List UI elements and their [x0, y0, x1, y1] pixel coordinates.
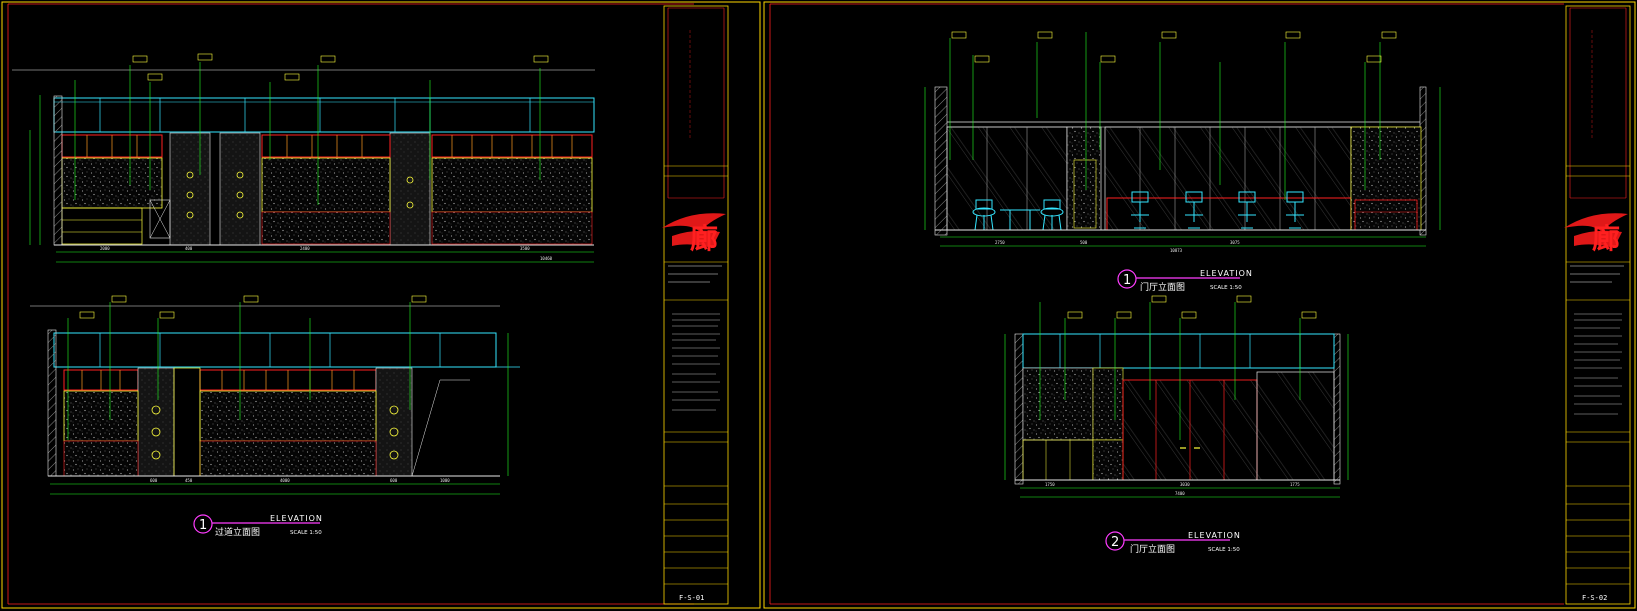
sheet-1-logo-glyph: 廊 — [690, 222, 718, 255]
svg-text:600: 600 — [150, 478, 158, 483]
sheet-1-elevation-bottom: 600 450 4000 600 1000 — [30, 295, 520, 495]
sheet-2-logo-glyph: 廊 — [1592, 222, 1620, 255]
sheet-1-view-title — [193, 514, 320, 534]
sheet-2-elevation-bottom: 1750 3030 1775 7400 — [1004, 295, 1349, 498]
view-scale: SCALE 1:50 — [290, 530, 322, 536]
view-number: 1 — [199, 518, 207, 533]
sheet-2-elevation-top: 2750 500 3075 10873 — [924, 31, 1441, 253]
svg-text:450: 450 — [185, 478, 193, 483]
svg-text:3030: 3030 — [1180, 482, 1190, 487]
svg-text:400: 400 — [185, 246, 193, 251]
view-title-cn: 过道立面图 — [215, 526, 260, 538]
svg-text:2400: 2400 — [300, 246, 310, 251]
sheet-2-outer-frame — [763, 1, 1636, 609]
view-number: 1 — [1123, 273, 1131, 288]
view-title-cn: 门厅立面图 — [1140, 281, 1185, 293]
sheet-2-title-block — [1564, 5, 1631, 605]
sheet-1-outer-frame — [1, 1, 761, 609]
svg-text:3075: 3075 — [1230, 240, 1240, 245]
view-scale: SCALE 1:50 — [1210, 285, 1242, 291]
view-scale: SCALE 1:50 — [1208, 547, 1240, 553]
svg-text:2000: 2000 — [100, 246, 110, 251]
svg-text:1750: 1750 — [1045, 482, 1055, 487]
sheet-1-title-block — [662, 5, 729, 605]
sheet-1-elevation-top: 2000 400 2400 3500 10460 — [12, 53, 595, 263]
svg-text:1775: 1775 — [1290, 482, 1300, 487]
svg-text:2750: 2750 — [995, 240, 1005, 245]
view-title-cn: 门厅立面图 — [1130, 543, 1175, 555]
view-number: 2 — [1111, 535, 1119, 550]
view-title-en: ELEVATION — [270, 514, 323, 523]
svg-text:3500: 3500 — [520, 246, 530, 251]
view-title-en: ELEVATION — [1200, 269, 1253, 278]
svg-text:600: 600 — [390, 478, 398, 483]
svg-text:10460: 10460 — [540, 256, 553, 261]
svg-text:10873: 10873 — [1170, 248, 1183, 253]
sheet-2-drawing-number: F-S-02 — [1582, 594, 1607, 602]
svg-text:1000: 1000 — [440, 478, 450, 483]
sheet-2: 2750 500 3075 10873 — [763, 1, 1636, 609]
svg-text:4000: 4000 — [280, 478, 290, 483]
sheet-1: 2000 400 2400 3500 10460 — [1, 1, 761, 609]
sheet-2-view-title-2 — [1105, 531, 1230, 551]
svg-text:500: 500 — [1080, 240, 1088, 245]
sheet-1-drawing-number: F-S-01 — [679, 594, 704, 602]
view-number-bubble — [193, 514, 213, 534]
view-title-en: ELEVATION — [1188, 531, 1241, 540]
svg-text:7400: 7400 — [1175, 491, 1185, 496]
sheet-2-view-title-1 — [1117, 269, 1240, 289]
